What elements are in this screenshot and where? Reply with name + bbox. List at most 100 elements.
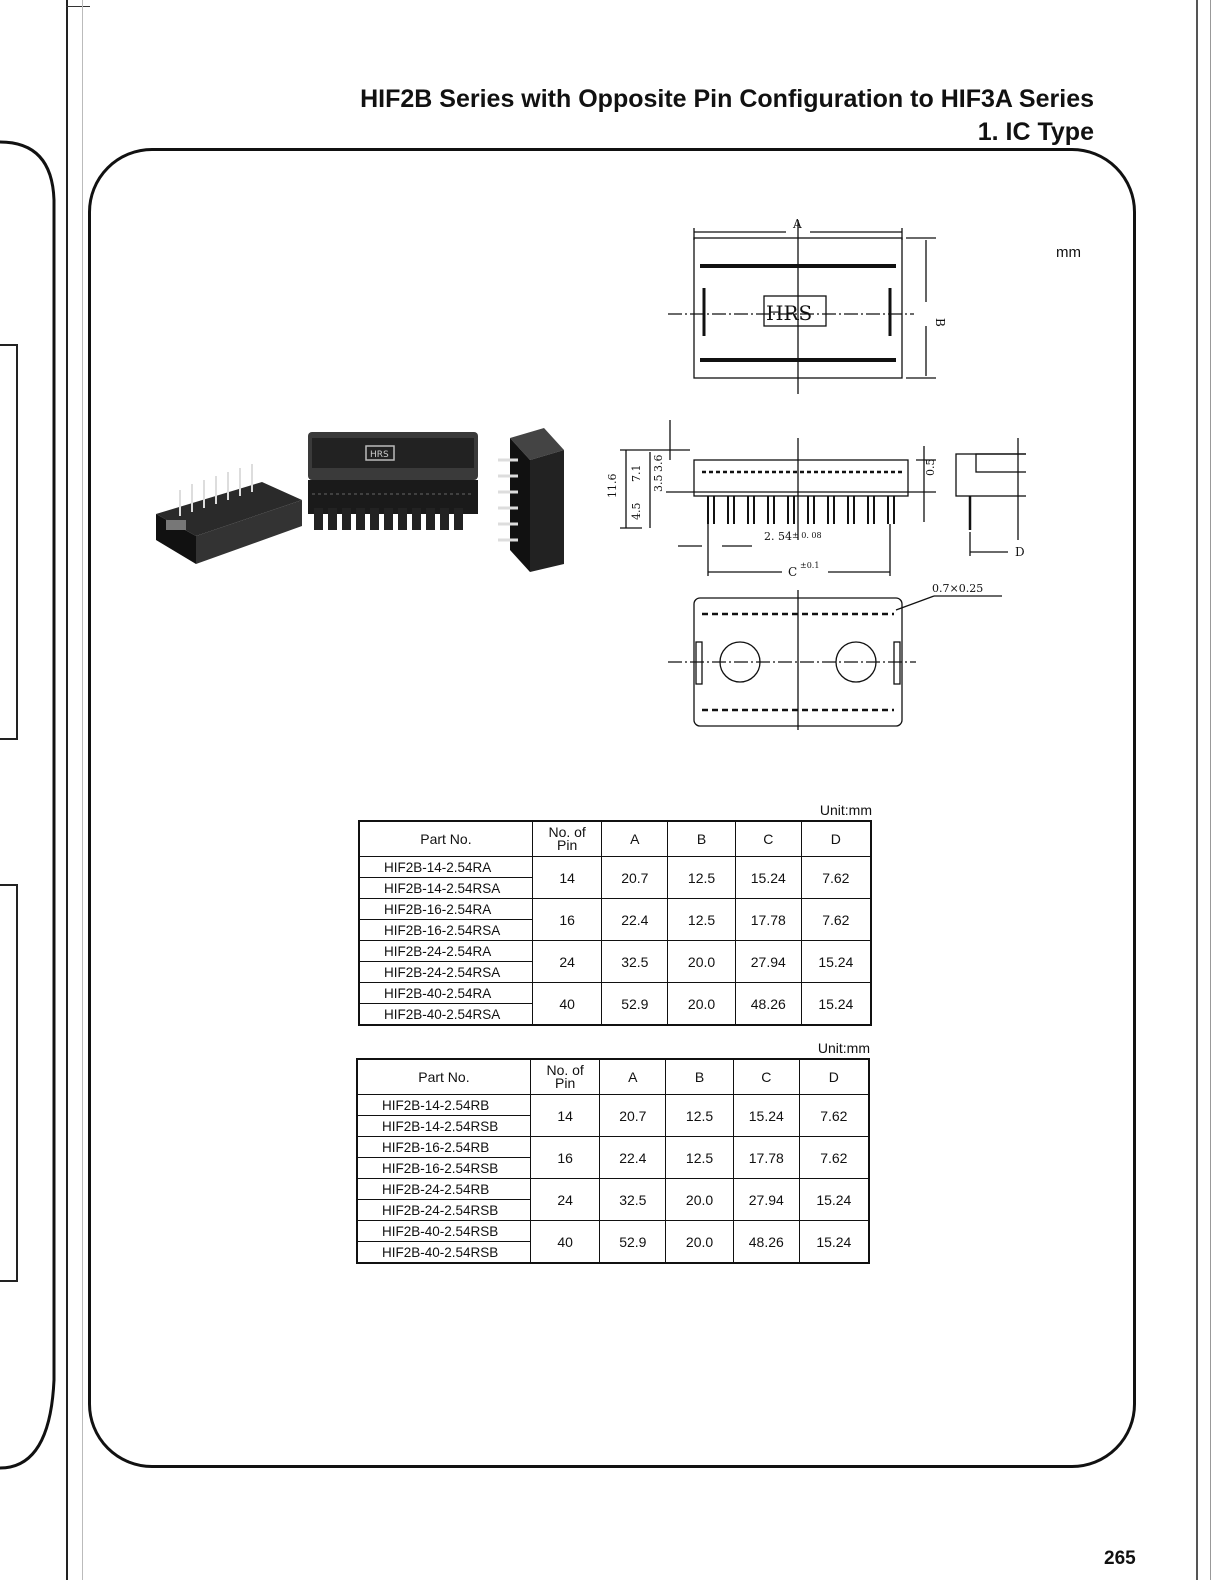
cell-a: 22.4: [599, 1136, 667, 1179]
cell-pin: 40: [531, 982, 603, 1026]
cell-c: 15.24: [732, 1094, 800, 1137]
page-title: HIF2B Series with Opposite Pin Configura…: [360, 84, 1094, 150]
part-number: HIF2B-16-2.54RB: [356, 1136, 531, 1158]
cell-pin: 14: [529, 1094, 601, 1137]
cell-pin: 14: [531, 856, 603, 899]
part-number: HIF2B-24-2.54RB: [356, 1178, 531, 1200]
header-part-no: Part No.: [356, 1058, 531, 1095]
cell-b: 20.0: [665, 1220, 734, 1264]
table-row: HIF2B-24-2.54RB 24 32.5 20.0 27.94 15.24: [356, 1178, 870, 1221]
cell-b: 12.5: [667, 856, 736, 899]
header-a: A: [599, 1058, 667, 1095]
part-number: HIF2B-24-2.54RSB: [356, 1199, 531, 1221]
part-number: HIF2B-24-2.54RA: [358, 940, 533, 962]
cell-d: 15.24: [798, 1220, 870, 1264]
cell-a: 20.7: [599, 1094, 667, 1137]
dim-label-c: C: [788, 565, 797, 579]
page-inner-rule: [82, 0, 83, 1580]
page-right-rule: [1196, 0, 1198, 1580]
dimension-drawing: A HRS B 11.6 4.5 7.1 3.5 3.6 0.5 2. 54 ±…: [606, 217, 1026, 730]
hrs-logo: HRS: [766, 301, 812, 325]
table1-unit: Unit:mm: [819, 802, 872, 818]
part-number: HIF2B-16-2.54RSB: [356, 1157, 531, 1179]
pad-size-label: 0.7×0.25: [932, 582, 983, 595]
left-tab-box-upper: [0, 344, 18, 740]
cell-d: 7.62: [798, 1094, 870, 1137]
page-right-rule-thin: [1210, 0, 1211, 1580]
table2-unit: Unit:mm: [817, 1040, 870, 1056]
cell-b: 12.5: [665, 1094, 734, 1137]
product-photos: HRS: [156, 428, 564, 572]
svg-text:HRS: HRS: [370, 450, 389, 460]
cell-c: 27.94: [732, 1178, 800, 1221]
table-row: HIF2B-40-2.54RSA: [358, 1003, 871, 1026]
cell-d: 7.62: [798, 1136, 870, 1179]
part-number: HIF2B-24-2.54RSA: [358, 961, 533, 983]
header-c: C: [734, 820, 802, 857]
cell-d: 15.24: [800, 982, 872, 1026]
page-left-rule: [66, 0, 68, 1580]
header-d: D: [798, 1058, 870, 1095]
cell-d: 7.62: [800, 856, 872, 899]
table-row: HIF2B-14-2.54RB 14 20.7 12.5 15.24 7.62: [356, 1094, 870, 1137]
cell-a: 52.9: [601, 982, 669, 1026]
header-d: D: [800, 820, 872, 857]
table-header-row: Part No. No. of Pin A B C D: [356, 1058, 870, 1095]
header-part-no: Part No.: [358, 820, 533, 857]
table-row: HIF2B-16-2.54RA 16 22.4 12.5 17.78 7.62: [358, 898, 872, 941]
dim-label-0-5: 0.5: [924, 459, 937, 477]
section-title: 1. IC Type: [977, 118, 1094, 146]
cell-a: 52.9: [599, 1220, 667, 1264]
dim-label-11-6: 11.6: [606, 474, 619, 499]
cell-pin: 16: [529, 1136, 601, 1179]
table-row: HIF2B-40-2.54RSB 40 52.9 20.0 48.26 15.2…: [356, 1220, 870, 1264]
cell-pin: 24: [531, 940, 603, 983]
cell-c: 27.94: [734, 940, 802, 983]
cell-c: 17.78: [734, 898, 802, 941]
header-no-of-pin: No. of Pin: [529, 1058, 601, 1095]
cell-a: 20.7: [601, 856, 669, 899]
header-a: A: [601, 820, 669, 857]
cell-c: 48.26: [734, 982, 802, 1026]
part-number: HIF2B-16-2.54RSA: [358, 919, 533, 941]
series-title: HIF2B Series with Opposite Pin Configura…: [360, 85, 1094, 113]
dim-label-3-5: 3.5: [652, 475, 665, 493]
photo-connector-small: [156, 464, 302, 564]
table-row: HIF2B-40-2.54RA 40 52.9 20.0 48.26 15.24: [358, 982, 872, 1026]
header-c: C: [732, 1058, 800, 1095]
cell-b: 20.0: [667, 940, 736, 983]
part-number: HIF2B-16-2.54RA: [358, 898, 533, 920]
table-row: HIF2B-16-2.54RB 16 22.4 12.5 17.78 7.62: [356, 1136, 870, 1179]
part-number: HIF2B-14-2.54RB: [356, 1094, 531, 1116]
dim-c-tolerance: ±0.1: [800, 561, 819, 570]
cell-c: 48.26: [732, 1220, 800, 1264]
dim-label-7-1: 7.1: [630, 465, 643, 483]
table-row: HIF2B-16-2.54RSB: [356, 1157, 869, 1179]
content-panel: [88, 148, 1136, 1468]
dim-label-a: A: [792, 217, 802, 231]
pitch-tolerance: ± 0. 08: [792, 531, 822, 540]
page-number: 265: [1104, 1548, 1136, 1569]
dim-label-b: B: [933, 318, 947, 327]
cell-pin: 24: [529, 1178, 601, 1221]
part-number: HIF2B-40-2.54RSB: [356, 1220, 531, 1242]
cell-b: 12.5: [665, 1136, 734, 1179]
part-number: HIF2B-40-2.54RSB: [356, 1241, 531, 1264]
dim-label-3-6: 3.6: [652, 455, 665, 473]
part-number: HIF2B-14-2.54RSA: [358, 877, 533, 899]
left-tab-box-lower: [0, 884, 18, 1282]
cell-pin: 40: [529, 1220, 601, 1264]
spec-table-rb: Part No. No. of Pin A B C D HIF2B-14-2.5…: [356, 1058, 870, 1264]
cell-d: 15.24: [800, 940, 872, 983]
photo-connector-side: [498, 428, 564, 572]
cell-pin: 16: [531, 898, 603, 941]
table-row: HIF2B-24-2.54RA 24 32.5 20.0 27.94 15.24: [358, 940, 872, 983]
drawing-unit-label: mm: [1056, 244, 1081, 261]
cell-b: 12.5: [667, 898, 736, 941]
header-b: B: [667, 820, 736, 857]
cell-d: 15.24: [798, 1178, 870, 1221]
cell-a: 32.5: [601, 940, 669, 983]
page-top-tick: [66, 6, 90, 7]
part-number: HIF2B-40-2.54RA: [358, 982, 533, 1004]
dim-label-4-5: 4.5: [630, 503, 643, 521]
